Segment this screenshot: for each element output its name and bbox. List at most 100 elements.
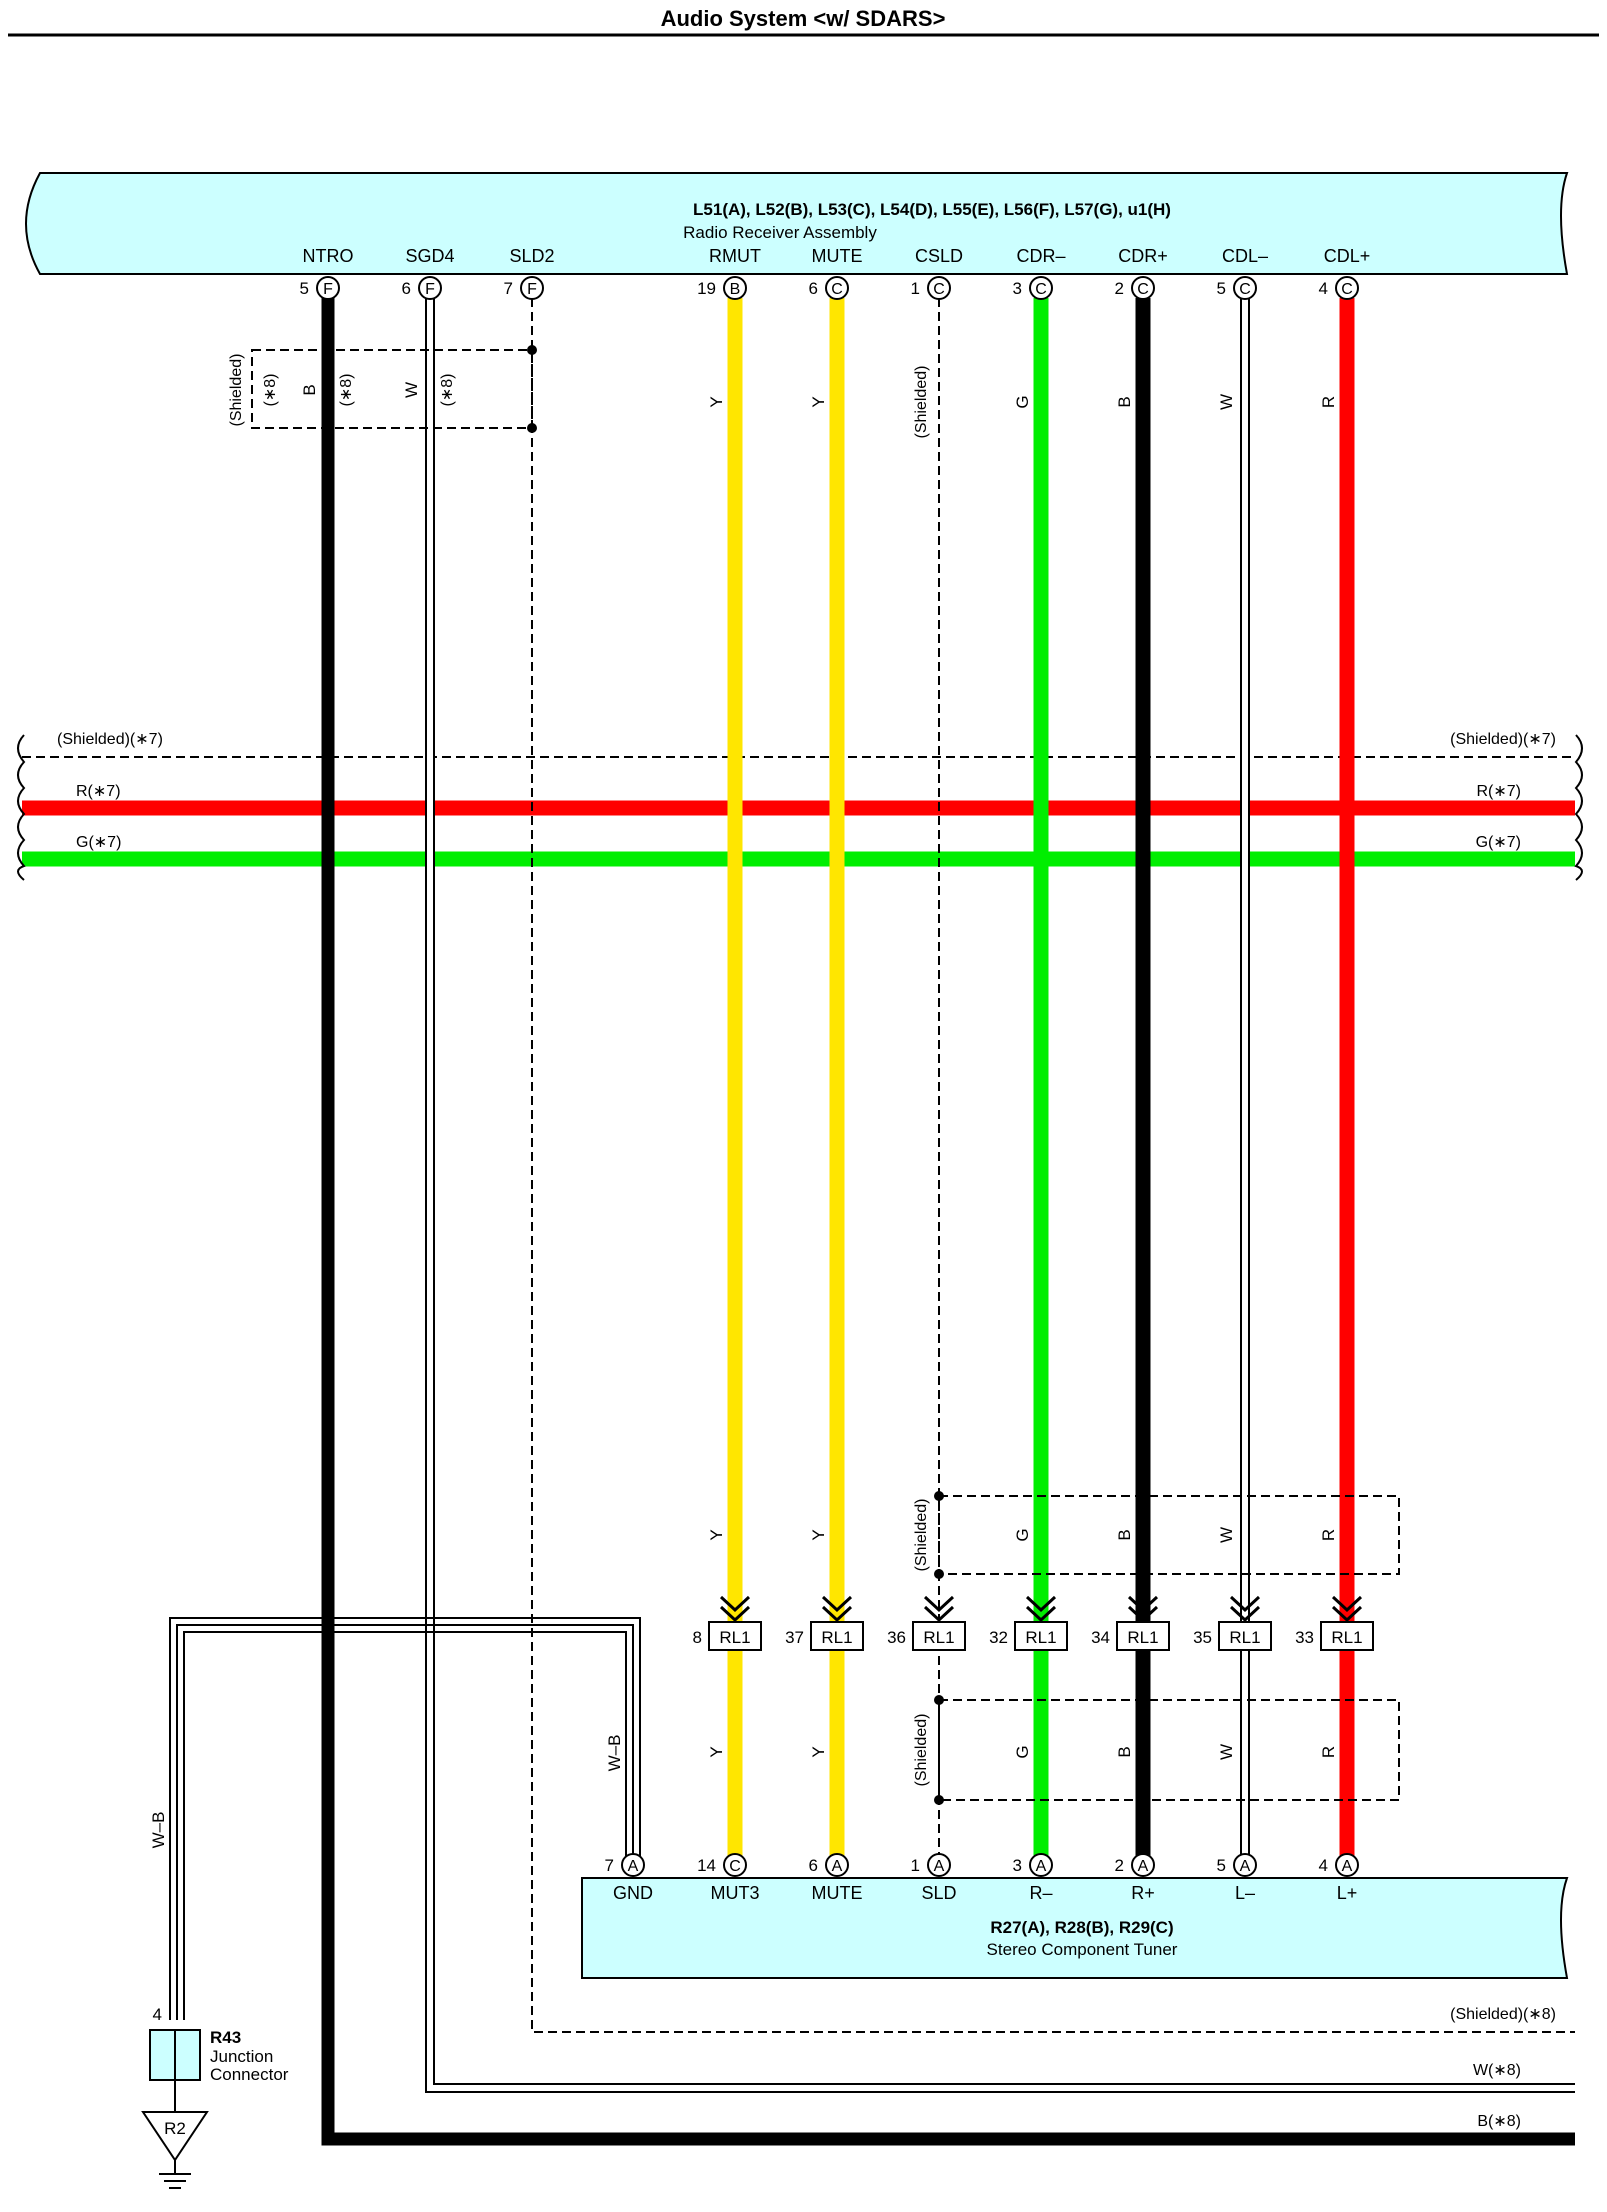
radio-pin-connectors: F 5 F 6 F 7 B 19 C 6 C 1 C xyxy=(300,276,1359,300)
tuner-pin-label: L– xyxy=(1235,1883,1255,1903)
relay-label: RL1 xyxy=(1127,1628,1158,1647)
ntro-wire-color: B xyxy=(300,384,319,395)
shield-junction-dot xyxy=(934,1695,944,1705)
junction-code: R43 xyxy=(210,2028,241,2047)
tuner-pin-connectors: A 7 C 14 A 6 A 1 A 3 A 2 A xyxy=(605,1853,1359,1877)
radio-pin: C 1 xyxy=(911,276,951,300)
bus-shield-label-right: (Shielded)(∗7) xyxy=(1450,731,1556,748)
relay-rl1: RL1 36 xyxy=(887,1621,966,1651)
connector-letter: C xyxy=(933,281,945,298)
connector-letter: A xyxy=(1138,1858,1149,1875)
pin-number: 5 xyxy=(1217,279,1226,298)
relay-upper-color-labels: Y Y G B W R xyxy=(707,1527,1338,1543)
sgd4-wire-color: W xyxy=(402,382,421,398)
relay-label: RL1 xyxy=(719,1628,750,1647)
radio-pin: C 4 xyxy=(1319,276,1359,300)
radio-pin: C 6 xyxy=(809,276,849,300)
chevron-down-icon xyxy=(1229,1595,1261,1623)
sgd4-white-wire-inner xyxy=(427,298,1575,2091)
relay-rl1: RL1 37 xyxy=(785,1621,864,1651)
radio-pin-label: SLD2 xyxy=(509,246,554,266)
connector-letter: C xyxy=(1035,281,1047,298)
relay-rl1: RL1 33 xyxy=(1295,1621,1374,1651)
wire-color-label: G xyxy=(1013,395,1032,408)
tuner-pin: A 5 xyxy=(1217,1853,1257,1877)
ground-triangle xyxy=(141,2111,209,2162)
radio-component-name: Radio Receiver Assembly xyxy=(683,223,877,242)
radio-pin-label: CDL– xyxy=(1222,246,1268,266)
relay-label: RL1 xyxy=(923,1628,954,1647)
radio-connector-codes: L51(A), L52(B), L53(C), L54(D), L55(E), … xyxy=(693,200,1171,219)
connector-letter: C xyxy=(831,281,843,298)
radio-pin: C 3 xyxy=(1013,276,1053,300)
tuner-pin-label: R– xyxy=(1029,1883,1052,1903)
pin-number: 5 xyxy=(1217,1856,1226,1875)
relay-rl1: RL1 8 xyxy=(693,1621,762,1651)
tuner-pin-label: MUT3 xyxy=(711,1883,760,1903)
connector-letter: A xyxy=(832,1858,843,1875)
pin-number: 2 xyxy=(1115,1856,1124,1875)
connector-letter: F xyxy=(425,281,435,298)
radio-pin: F 7 xyxy=(504,276,544,300)
pin-number: 5 xyxy=(300,279,309,298)
radio-pin: C 2 xyxy=(1115,276,1155,300)
wire-color-label: W xyxy=(1217,1527,1236,1543)
bus-brace-right xyxy=(1574,734,1583,881)
wire-color-label: (Shielded) xyxy=(913,366,930,439)
wire-color-label: R xyxy=(1319,1529,1338,1541)
relay-rl1: RL1 32 xyxy=(989,1621,1068,1651)
bus-brace-left xyxy=(17,734,26,881)
relay-chevrons xyxy=(719,1595,1363,1623)
relay-lower-shield-box xyxy=(938,1699,1400,1801)
bottom-black-label: B(∗8) xyxy=(1477,2113,1521,2130)
connector-letter: A xyxy=(1036,1858,1047,1875)
wire-color-label: Y xyxy=(707,1746,726,1757)
relay-upper-shield-box xyxy=(938,1495,1400,1575)
ntro-wire-note: (∗8) xyxy=(338,374,355,407)
tuner-pin-label: MUTE xyxy=(812,1883,863,1903)
ground-label: R2 xyxy=(164,2119,186,2138)
chevron-down-icon xyxy=(821,1595,853,1623)
pin-number: 3 xyxy=(1013,1856,1022,1875)
upper-shield-label: (Shielded) xyxy=(228,354,245,427)
junction-name-line2: Connector xyxy=(210,2065,289,2084)
pin-number: 4 xyxy=(1319,1856,1328,1875)
stereo-component-tuner-box xyxy=(581,1877,1569,1979)
chevron-down-icon xyxy=(1127,1595,1159,1623)
tuner-pin-label: R+ xyxy=(1131,1883,1155,1903)
wire-color-label: Y xyxy=(809,1529,828,1540)
wire-color-label: B xyxy=(1115,396,1134,407)
diagram-title: Audio System <w/ SDARS> xyxy=(661,6,946,31)
bus-shield-label-left: (Shielded)(∗7) xyxy=(57,731,163,748)
relay-pin-number: 34 xyxy=(1091,1628,1110,1647)
wire-color-label: R xyxy=(1319,396,1338,408)
radio-pin-label: CDR– xyxy=(1016,246,1065,266)
shield-junction-dot xyxy=(527,345,537,355)
tuner-pin-label: SLD xyxy=(921,1883,956,1903)
relay-pin-number: 8 xyxy=(693,1628,702,1647)
sld2-shield-wire xyxy=(531,298,1575,2033)
shield-junction-dot xyxy=(527,423,537,433)
tuner-pin: A 1 xyxy=(911,1853,951,1877)
tuner-pin: C 14 xyxy=(697,1853,747,1877)
pin-number: 1 xyxy=(911,279,920,298)
connector-letter: A xyxy=(934,1858,945,1875)
bus-green-label-right: G(∗7) xyxy=(1476,834,1521,851)
relay-pin-number: 32 xyxy=(989,1628,1008,1647)
chevron-down-icon xyxy=(1025,1595,1057,1623)
pin-number: 6 xyxy=(809,1856,818,1875)
shield-junction-dot xyxy=(934,1491,944,1501)
connector-letter: C xyxy=(1137,281,1149,298)
radio-pin-label: NTRO xyxy=(303,246,354,266)
connector-letter: F xyxy=(527,281,537,298)
relay-pin-number: 37 xyxy=(785,1628,804,1647)
connector-letter: C xyxy=(729,1858,741,1875)
junction-pin-number: 4 xyxy=(153,2005,162,2024)
tuner-pin-label: L+ xyxy=(1337,1883,1358,1903)
radio-pin: B 19 xyxy=(697,276,747,300)
sgd4-wire-note: (∗8) xyxy=(439,374,456,407)
radio-pin-label: CSLD xyxy=(915,246,963,266)
tuner-pin: A 2 xyxy=(1115,1853,1155,1877)
pin-number: 19 xyxy=(697,279,716,298)
connector-letter: A xyxy=(628,1858,639,1875)
